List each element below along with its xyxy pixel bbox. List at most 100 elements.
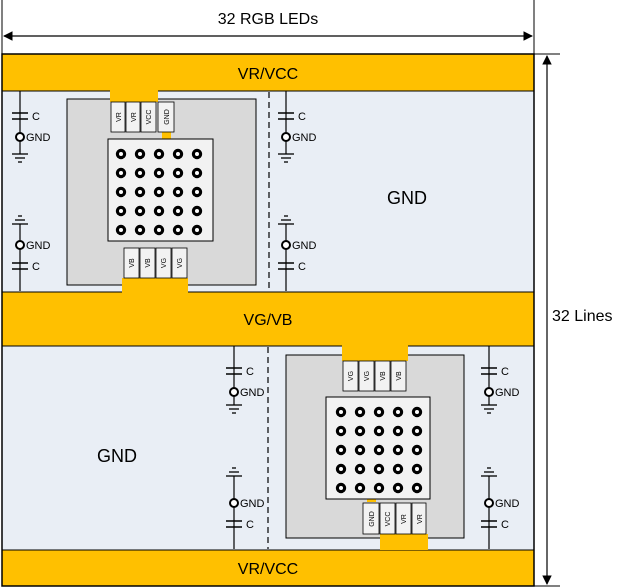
upper-gnd-area-label: GND: [387, 188, 427, 208]
pin-box: [411, 502, 427, 535]
bottom-rail-label: VR/VCC: [238, 561, 298, 578]
led-dot: [339, 448, 343, 452]
node-icon: [15, 240, 25, 250]
led-grid-lower: [335, 406, 423, 494]
led-dot: [396, 467, 400, 471]
chip-upper: VR VR VCC GND VB VB VG VG: [66, 86, 257, 296]
ground-label: GND: [26, 132, 51, 144]
led-dot: [157, 152, 161, 156]
node-icon: [484, 387, 494, 397]
pin-label: VG: [161, 258, 168, 268]
led-dot: [339, 410, 343, 414]
pin-box: [139, 247, 156, 279]
capacitor-label: C: [246, 366, 254, 378]
pin-label: VR: [401, 514, 408, 524]
pin-box: [379, 502, 396, 535]
ground-label: GND: [292, 132, 317, 144]
led-dot: [415, 410, 419, 414]
capacitor-circuit: C GND: [481, 346, 520, 414]
led-dot: [339, 429, 343, 433]
width-label: 32 RGB LEDs: [218, 11, 318, 28]
led-dot: [138, 228, 142, 232]
ground-label: GND: [240, 498, 265, 510]
capacitor-label: C: [246, 519, 254, 531]
top-rail-label: VR/VCC: [238, 66, 298, 83]
capacitor-circuit: C GND: [12, 91, 51, 163]
capacitor-label: C: [32, 111, 40, 123]
led-dot: [176, 209, 180, 213]
led-dot: [339, 467, 343, 471]
pin-label: VCC: [385, 512, 392, 527]
pin-label: VR: [417, 514, 424, 524]
chip-upper-bottom-pins: VB VB VG VG: [123, 247, 188, 279]
led-dot: [195, 228, 199, 232]
pin-label: VG: [348, 371, 355, 381]
led-grid-upper: [115, 148, 203, 236]
led-dot: [119, 228, 123, 232]
pin-box: [123, 247, 140, 279]
bottom-rail: [1, 549, 535, 587]
led-dot: [157, 171, 161, 175]
led-dot: [176, 190, 180, 194]
pin-box: [140, 101, 157, 133]
ground-label: GND: [240, 387, 265, 399]
pin-label: VCC: [146, 110, 153, 125]
led-dot: [415, 448, 419, 452]
pin-label: VR: [116, 112, 123, 122]
ground-label: GND: [495, 498, 520, 510]
capacitor-circuit: C GND: [226, 467, 265, 549]
led-dot: [358, 410, 362, 414]
led-dot: [138, 171, 142, 175]
pin-label: GND: [369, 511, 376, 527]
pin-box: [157, 101, 175, 133]
ground-label: GND: [495, 387, 520, 399]
chip-lower-bottom-pins: GND VCC VR VR: [362, 502, 427, 535]
pin-box: [374, 360, 391, 392]
pin-box: [342, 360, 359, 392]
led-dot: [138, 190, 142, 194]
led-dot: [358, 429, 362, 433]
pin-label: GND: [164, 109, 171, 125]
led-dot: [396, 448, 400, 452]
node-icon: [281, 240, 291, 250]
led-dot: [377, 467, 381, 471]
lower-gnd-area-label: GND: [97, 446, 137, 466]
led-dot: [377, 410, 381, 414]
led-dot: [358, 467, 362, 471]
node-icon: [229, 498, 239, 508]
led-dot: [138, 209, 142, 213]
led-dot: [195, 190, 199, 194]
chip-upper-gnd-pad: [162, 132, 171, 141]
led-dot: [119, 152, 123, 156]
chip-upper-top-pins: VR VR VCC GND: [110, 101, 175, 133]
led-dot: [396, 486, 400, 490]
led-dot: [396, 429, 400, 433]
chip-lower-bottom-pad: [380, 534, 428, 550]
pin-box: [125, 101, 141, 133]
led-dot: [377, 486, 381, 490]
led-dot: [415, 429, 419, 433]
led-dot: [157, 228, 161, 232]
led-dot: [119, 190, 123, 194]
led-dot: [358, 486, 362, 490]
led-dot: [377, 429, 381, 433]
led-dot: [195, 209, 199, 213]
pin-label: VB: [145, 258, 152, 268]
pin-box: [171, 247, 188, 279]
height-label: 32 Lines: [552, 308, 613, 325]
board-outline: [1, 53, 535, 587]
led-dot: [339, 486, 343, 490]
middle-rail-label: VG/VB: [244, 312, 293, 329]
chip-lower-top-pad: [342, 343, 408, 361]
led-dot: [396, 410, 400, 414]
led-dot: [157, 190, 161, 194]
capacitor-label: C: [501, 366, 509, 378]
led-dot: [415, 467, 419, 471]
pin-label: VR: [131, 112, 138, 122]
middle-rail: [1, 291, 535, 347]
ground-label: GND: [26, 240, 51, 252]
chip-upper-top-pad: [110, 86, 158, 102]
